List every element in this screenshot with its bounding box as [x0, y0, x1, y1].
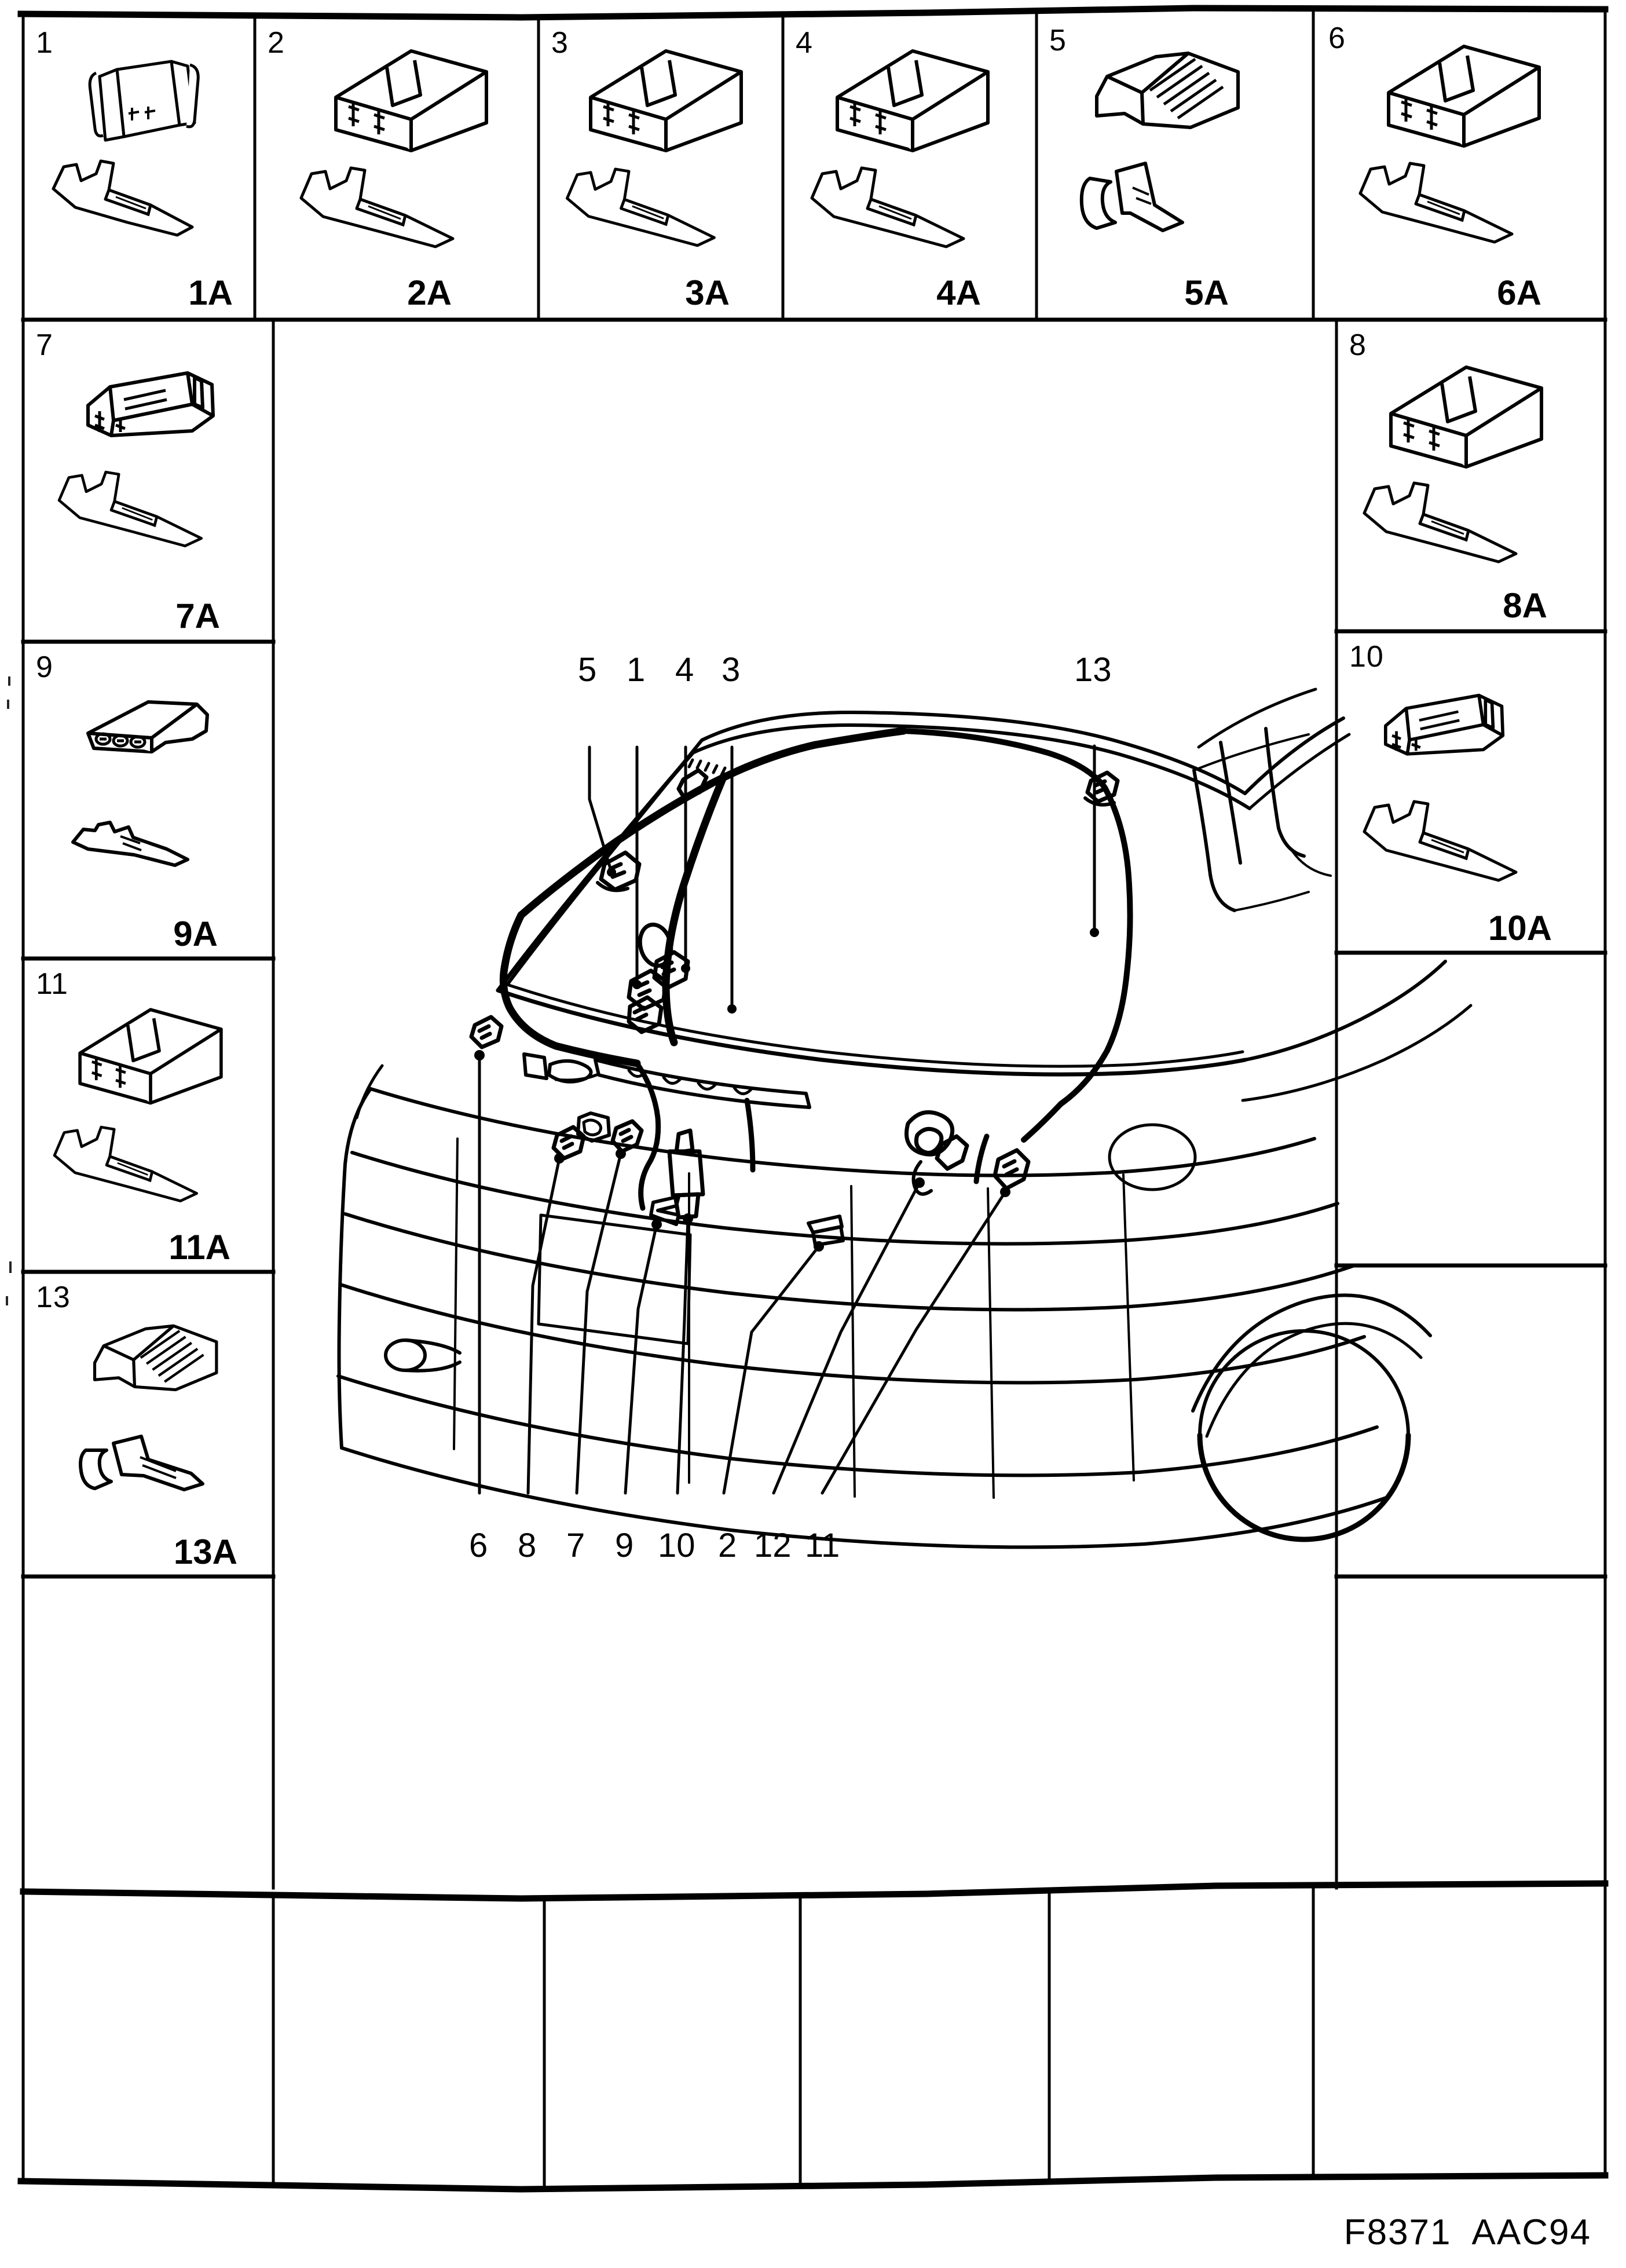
callout-2: 2 — [718, 1527, 737, 1564]
part-panel-number: 5 — [1049, 24, 1067, 57]
part-panel-13[interactable]: 13 13A — [23, 1272, 273, 1576]
part-panel-label: 11A — [169, 1228, 230, 1267]
part-panel-label: 4A — [936, 273, 981, 312]
terminal-icon — [1363, 481, 1518, 564]
callout-10: 10 — [658, 1527, 695, 1564]
part-panel-6[interactable]: 6 6A — [1313, 10, 1605, 320]
bottom-cell-5 — [1049, 1889, 1313, 2179]
part-panel-9[interactable]: 9 9A — [23, 642, 273, 959]
part-panel-label: 13A — [173, 1532, 237, 1571]
part-panel-7[interactable]: 7 7A — [23, 320, 273, 642]
terminal-icon — [1358, 162, 1514, 244]
ribbed-cover-block-icon — [93, 1324, 218, 1392]
terminal-icon — [565, 167, 716, 247]
left-cell-empty-1 — [23, 1576, 273, 1892]
connector-housing-icon — [334, 49, 488, 152]
part-panel-number: 1 — [36, 26, 53, 60]
part-panel-number: 6 — [1328, 21, 1346, 55]
terminal-icon — [810, 166, 965, 248]
part-panel-number: 4 — [796, 26, 813, 60]
part-panel-number: 11 — [36, 967, 68, 1001]
connector-housing-icon — [78, 1008, 223, 1105]
callout-4: 4 — [675, 651, 694, 689]
part-panel-label: 10A — [1488, 909, 1552, 948]
part-panel-label: 3A — [685, 273, 730, 312]
part-panel-label: 6A — [1497, 273, 1541, 312]
part-panel-10[interactable]: 10 10A — [1336, 631, 1605, 953]
part-panel-label: 8A — [1503, 586, 1547, 625]
terminal-icon — [52, 159, 194, 237]
part-panel-label: 5A — [1184, 273, 1229, 312]
callout-7: 7 — [566, 1527, 585, 1564]
callout-3: 3 — [722, 651, 741, 689]
terminal-icon — [53, 1125, 199, 1202]
terminal-icon — [299, 166, 455, 248]
callout-9: 9 — [615, 1527, 634, 1564]
part-panel-label: 1A — [188, 273, 233, 312]
terminal-icon — [1363, 800, 1518, 882]
connector-housing-icon — [589, 49, 743, 152]
part-panel-number: 8 — [1349, 328, 1367, 362]
bottom-cell-4 — [800, 1893, 1049, 2182]
connector-housing-icon — [1387, 45, 1541, 148]
terminal-icon — [57, 470, 203, 547]
folded-clip-terminal-icon — [1079, 162, 1184, 232]
right-cell-empty-1 — [1336, 953, 1605, 1265]
part-panel-2[interactable]: 2 2A — [255, 15, 539, 320]
part-panel-label: 7A — [175, 597, 220, 635]
connector-housing-icon — [836, 49, 990, 152]
part-panel-number: 7 — [36, 328, 53, 362]
connector-housing-icon — [1389, 365, 1543, 469]
callout-1: 1 — [627, 651, 646, 689]
part-panel-11[interactable]: 11 11A — [23, 959, 273, 1272]
flat-slotted-housing-icon — [1384, 693, 1505, 756]
callout-11: 11 — [805, 1527, 840, 1564]
part-panel-number: 13 — [36, 1281, 71, 1314]
part-panel-label: 9A — [173, 914, 218, 953]
part-panel-number: 10 — [1349, 640, 1384, 674]
part-panel-1[interactable]: 1 1A — [23, 15, 255, 320]
callout-8: 8 — [518, 1527, 537, 1564]
connector-housing-icon — [88, 60, 200, 142]
bottom-cell-6 — [1313, 1887, 1605, 2176]
folded-clip-terminal-icon — [79, 1435, 204, 1491]
small-terminal-icon — [71, 821, 189, 867]
part-panel-number: 2 — [268, 26, 285, 60]
part-panel-8[interactable]: 8 8A — [1336, 320, 1605, 631]
callout-5: 5 — [578, 651, 597, 689]
part-panel-5[interactable]: 5 5A — [1037, 13, 1313, 320]
right-cell-empty-2 — [1336, 1265, 1605, 1576]
callout-12: 12 — [754, 1527, 792, 1564]
part-panel-label: 2A — [407, 273, 452, 312]
callout-13: 13 — [1074, 651, 1112, 689]
flat-slotted-housing-icon — [86, 371, 215, 437]
flat-3way-housing-icon — [86, 700, 209, 753]
ribbed-cover-block-icon — [1095, 52, 1240, 129]
part-panel-number: 3 — [551, 26, 569, 60]
right-cell-empty-3 — [1336, 1576, 1605, 1892]
part-panel-3[interactable]: 3 3A — [539, 15, 783, 320]
drawing-code: F8371 AAC94 — [1343, 2212, 1591, 2252]
part-panel-number: 9 — [36, 650, 53, 684]
bottom-cell-1 — [23, 1895, 273, 2185]
callout-6: 6 — [469, 1527, 488, 1564]
part-panel-4[interactable]: 4 4A — [783, 15, 1037, 320]
bottom-cell-2 — [273, 1895, 544, 2185]
bottom-cell-3 — [544, 1895, 800, 2185]
